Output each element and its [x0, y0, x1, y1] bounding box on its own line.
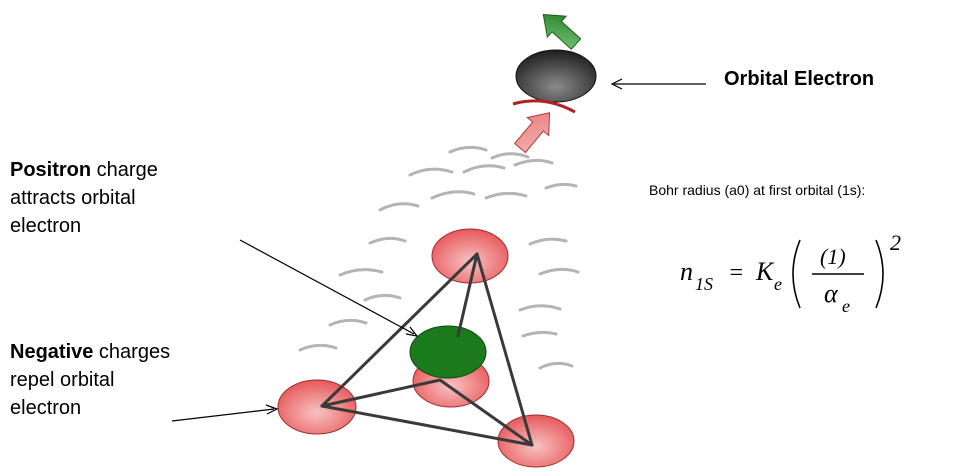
eq-alpha-subscript: e — [842, 296, 850, 316]
green-arrow-icon — [542, 14, 582, 50]
eq-n: n — [680, 257, 693, 286]
positron-line1: charge — [91, 159, 158, 181]
tetrahedron-edges — [320, 252, 534, 447]
eq-exponent: 2 — [890, 230, 901, 255]
pink-arrow-icon — [513, 112, 551, 154]
eq-k-subscript: e — [774, 274, 782, 294]
negative-charge-right — [497, 414, 575, 468]
positron-pointer-arrow — [239, 239, 419, 337]
negative-pointer-arrow — [171, 404, 279, 422]
eq-k: K — [755, 257, 775, 286]
negative-line2: repel orbital — [10, 369, 115, 391]
repulsion-arc — [512, 99, 576, 114]
negative-bold: Negative — [10, 341, 94, 363]
orbital-electron-label: Orbital Electron — [724, 68, 875, 90]
positron-line3: electron — [10, 215, 82, 237]
eq-left-paren — [792, 239, 801, 309]
negative-line3: electron — [10, 397, 82, 419]
positron-label: Positron charge attracts orbital electro… — [10, 156, 158, 240]
eq-alpha: α — [824, 279, 839, 308]
negative-charge-left — [277, 379, 357, 435]
negative-line1: charges — [93, 341, 171, 363]
eq-n-subscript: 1S — [695, 274, 713, 294]
positron-bold: Positron — [10, 159, 92, 181]
wave-arcs — [298, 145, 580, 370]
positron-line2: attracts orbital — [10, 187, 136, 209]
positron-particle — [409, 325, 487, 379]
eq-right-paren — [875, 239, 884, 309]
eq-numerator: (1) — [820, 244, 846, 269]
orbital-electron-particle — [515, 49, 597, 103]
eq-equals: = — [728, 260, 744, 286]
negative-label: Negative charges repel orbital electron — [10, 338, 170, 422]
negative-charge-top — [431, 228, 509, 284]
bohr-equation: n 1S = K e (1) α e 2 — [680, 230, 901, 316]
bohr-radius-label: Bohr radius (a0) at first orbital (1s): — [649, 182, 866, 198]
orbital-pointer-arrow — [610, 78, 706, 90]
